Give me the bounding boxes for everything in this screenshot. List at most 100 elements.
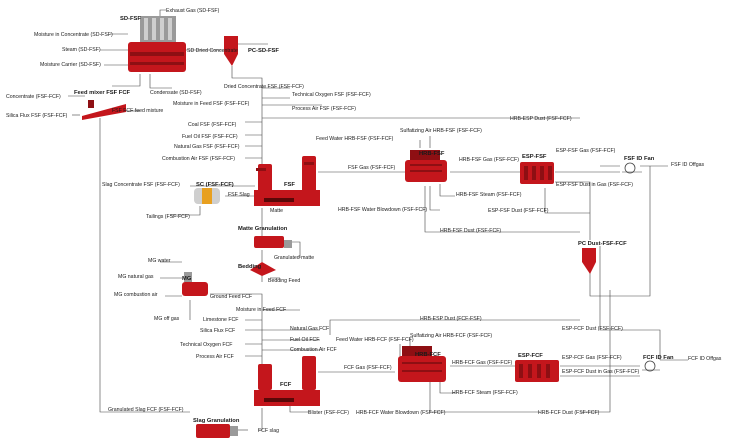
stream-combustion-air-fcf: Combustion Air FCF: [290, 347, 337, 353]
fcf-id-fan: [642, 360, 660, 372]
stream-dried-concentrate-fsf: Dried Concentrate FSF (FSF-FCF): [224, 84, 304, 90]
mg-mill: [182, 272, 208, 296]
sd-fsf-dryer: [128, 16, 186, 72]
pc-dust-cyclone: [582, 248, 596, 274]
unit-label-slag-granulation: Slag Granulation: [193, 418, 240, 424]
hrb-fsf-boiler: [405, 150, 447, 182]
stream-moisture-in-feed-fcf: Moisture in Feed FCF: [236, 307, 286, 313]
slag-granulation-unit: [196, 424, 238, 438]
unit-label-sd-fsf: SD-FSF: [120, 16, 141, 22]
stream-moisture-carrier-sd: Moisture Carrier (SD-FSF): [40, 62, 101, 68]
stream-fsf-id-offgas: FSF ID Offgas: [671, 162, 704, 168]
stream-limestone-fcf: Limestone FCF: [203, 317, 238, 323]
stream-moisture-in-concentrate-sd: Moisture in Concentrate (SD-FSF): [34, 32, 113, 38]
stream-process-air-fsf: Process Air FSF (FSF-FCF): [292, 106, 356, 112]
stream-esp-fsf-dust-in-gas: ESP-FSF Dust in Gas (FSF-FCF): [556, 182, 633, 188]
fcf-furnace: [254, 356, 320, 406]
unit-label-esp-fsf: ESP-FSF: [522, 154, 547, 160]
stream-process-air-fcf: Process Air FCF: [196, 354, 234, 360]
stream-hrb-esp-dust-fsf: HRB-ESP Dust (FSF-FCF): [510, 116, 572, 122]
stream-moisture-in-feed-fsf: Moisture in Feed FSF (FSF-FCF): [173, 101, 250, 107]
unit-label-fsf-id-fan: FSF ID Fan: [624, 156, 655, 162]
stream-mg-natural-gas: MG natural gas: [118, 274, 154, 280]
unit-label-esp-fcf: ESP-FCF: [518, 353, 543, 359]
stream-natural-gas-fsf: Natural Gas FSF (FSF-FCF): [174, 144, 240, 150]
stream-silica-flux-fcf: Silica Flux FCF: [200, 328, 235, 334]
stream-ground-feed-fcf: Ground Feed FCF: [210, 294, 252, 300]
fsf-id-fan: [622, 162, 642, 174]
unit-label-pc-dust: PC Dust-FSF-FCF: [578, 241, 627, 247]
stream-technical-oxygen-fsf: Technical Oxygen FSF (FSF-FCF): [292, 92, 371, 98]
stream-technical-oxygen-fcf: Technical Oxygen FCF: [180, 342, 232, 348]
stream-labels: Exhaust Gas (SD-FSF) Moisture in Concent…: [6, 8, 722, 434]
stream-esp-fcf-gas: ESP-FCF Gas (FSF-FCF): [562, 355, 622, 361]
unit-label-pc-sd-fsf: PC-SD-FSF: [248, 48, 279, 54]
fsf-furnace: [254, 156, 320, 206]
stream-hrb-fcf-water-blowdown: HRB-FCF Water Blowdown (FSF-FCF): [356, 410, 446, 416]
stream-hrb-esp-dust-fcf: HRB-ESP Dust (FCF-FSF): [420, 316, 482, 322]
stream-sulfatizing-air-hrb-fcf: Sulfatizing Air HRB-FCF (FSF-FCF): [410, 333, 492, 339]
stream-combustion-air-fsf: Combustion Air FSF (FSF-FCF): [162, 156, 235, 162]
feed-mixer: [82, 100, 126, 120]
unit-label-bedding: Bedding: [238, 264, 262, 270]
stream-sd-dried-concentrate: SD Dried Concentrate: [187, 48, 238, 54]
unit-label-sc: SC (FSF-FCF): [196, 182, 234, 188]
stream-fuel-oil-fcf: Fuel Oil FCF: [290, 337, 319, 343]
stream-blister: Blister (FSF-FCF): [308, 410, 349, 416]
stream-concentrate: Concentrate (FSF-FCF): [6, 94, 61, 100]
stream-feed-water-hrb-fcf: Feed Water HRB-FCF (FSF-FCF): [336, 337, 414, 343]
stream-matte: Matte: [270, 208, 283, 214]
stream-fcf-gas: FCF Gas (FSF-FCF): [344, 365, 392, 371]
sc-unit: [194, 188, 220, 204]
unit-label-hrb-fcf: HRB-FCF: [415, 352, 441, 358]
unit-label-feed-mixer: Feed mixer FSF FCF: [74, 90, 131, 96]
stream-lines: [68, 9, 688, 431]
hrb-fcf-boiler: [398, 346, 446, 382]
stream-mg-off-gas: MG off gas: [154, 316, 180, 322]
stream-fsf-slag: FSF Slag: [228, 192, 250, 198]
stream-hrb-fcf-dust: HRB-FCF Dust (FSF-FCF): [538, 410, 600, 416]
stream-fcf-id-offgas: FCF ID Offgas: [688, 356, 722, 362]
stream-sulfatizing-air-hrb-fsf: Sulfatizing Air HRB-FSF (FSF-FCF): [400, 128, 482, 134]
esp-fcf-precipitator: [515, 360, 559, 382]
stream-coal-fsf: Coal FSF (FSF-FCF): [188, 122, 237, 128]
stream-mg-combustion-air: MG combustion air: [114, 292, 158, 298]
stream-silica-flux-fsf: Silica Flux FSF (FSF-FCF): [6, 113, 68, 119]
unit-label-fsf: FSF: [284, 182, 295, 188]
esp-fsf-precipitator: [520, 162, 554, 184]
stream-steam-sd: Steam (SD-FSF): [62, 47, 101, 53]
stream-hrb-fsf-steam: HRB-FSF Steam (FSF-FCF): [456, 192, 522, 198]
stream-fsf-gas: FSF Gas (FSF-FCF): [348, 165, 396, 171]
stream-granulated-matte: Granulated matte: [274, 255, 314, 261]
stream-mg-water: MG water: [148, 258, 171, 264]
stream-fcf-slag: FCF slag: [258, 428, 279, 434]
unit-label-hrb-fsf: HRB-FSF: [419, 151, 445, 157]
stream-esp-fcf-dust: ESP-FCF Dust (FSF-FCF): [562, 326, 623, 332]
unit-label-fcf-id-fan: FCF ID Fan: [643, 355, 674, 361]
stream-hrb-fcf-gas: HRB-FCF Gas (FSF-FCF): [452, 360, 512, 366]
pc-sd-fsf-cyclone: [224, 36, 238, 66]
stream-hrb-fsf-water-blowdown: HRB-FSF Water Blowdown (FSF-FCF): [338, 207, 427, 213]
stream-fuel-oil-fsf: Fuel Oil FSF (FSF-FCF): [182, 134, 238, 140]
unit-label-fcf: FCF: [280, 382, 292, 388]
stream-esp-fcf-dust-in-gas: ESP-FCF Dust in Gas (FSF-FCF): [562, 369, 640, 375]
stream-feed-mixture: FSF FCF feed mixture: [112, 108, 163, 114]
stream-bedding-feed: Bedding Feed: [268, 278, 300, 284]
matte-granulation-unit: [254, 236, 292, 248]
stream-condensate-sd: Condensate (SD-FSF): [150, 90, 202, 96]
stream-esp-fsf-gas: ESP-FSF Gas (FSF-FCF): [556, 148, 616, 154]
stream-granulated-slag-fcf: Granulated Slag FCF (FSF-FCF): [108, 407, 184, 413]
stream-hrb-fsf-dust: HRB-FSF Dust (FSF-FCF): [440, 228, 501, 234]
unit-label-matte-granulation: Matte Granulation: [238, 226, 288, 232]
stream-hrb-fcf-steam: HRB-FCF Steam (FSF-FCF): [452, 390, 518, 396]
stream-esp-fsf-dust: ESP-FSF Dust (FSF-FCF): [488, 208, 549, 214]
stream-hrb-fsf-gas: HRB-FSF Gas (FSF-FCF): [459, 157, 519, 163]
unit-labels: SD-FSF PC-SD-FSF Feed mixer FSF FCF SC (…: [74, 16, 674, 424]
stream-tailings: Tailings (FSF-FCF): [146, 214, 190, 220]
bedding-unit: [250, 262, 276, 276]
stream-slag-concentrate-fsf: Slag Concentrate FSF (FSF-FCF): [102, 182, 180, 188]
stream-feed-water-hrb-fsf: Feed Water HRB-FSF (FSF-FCF): [316, 136, 394, 142]
stream-exhaust-gas-sd: Exhaust Gas (SD-FSF): [166, 8, 220, 14]
unit-label-mg: MG: [182, 276, 192, 282]
